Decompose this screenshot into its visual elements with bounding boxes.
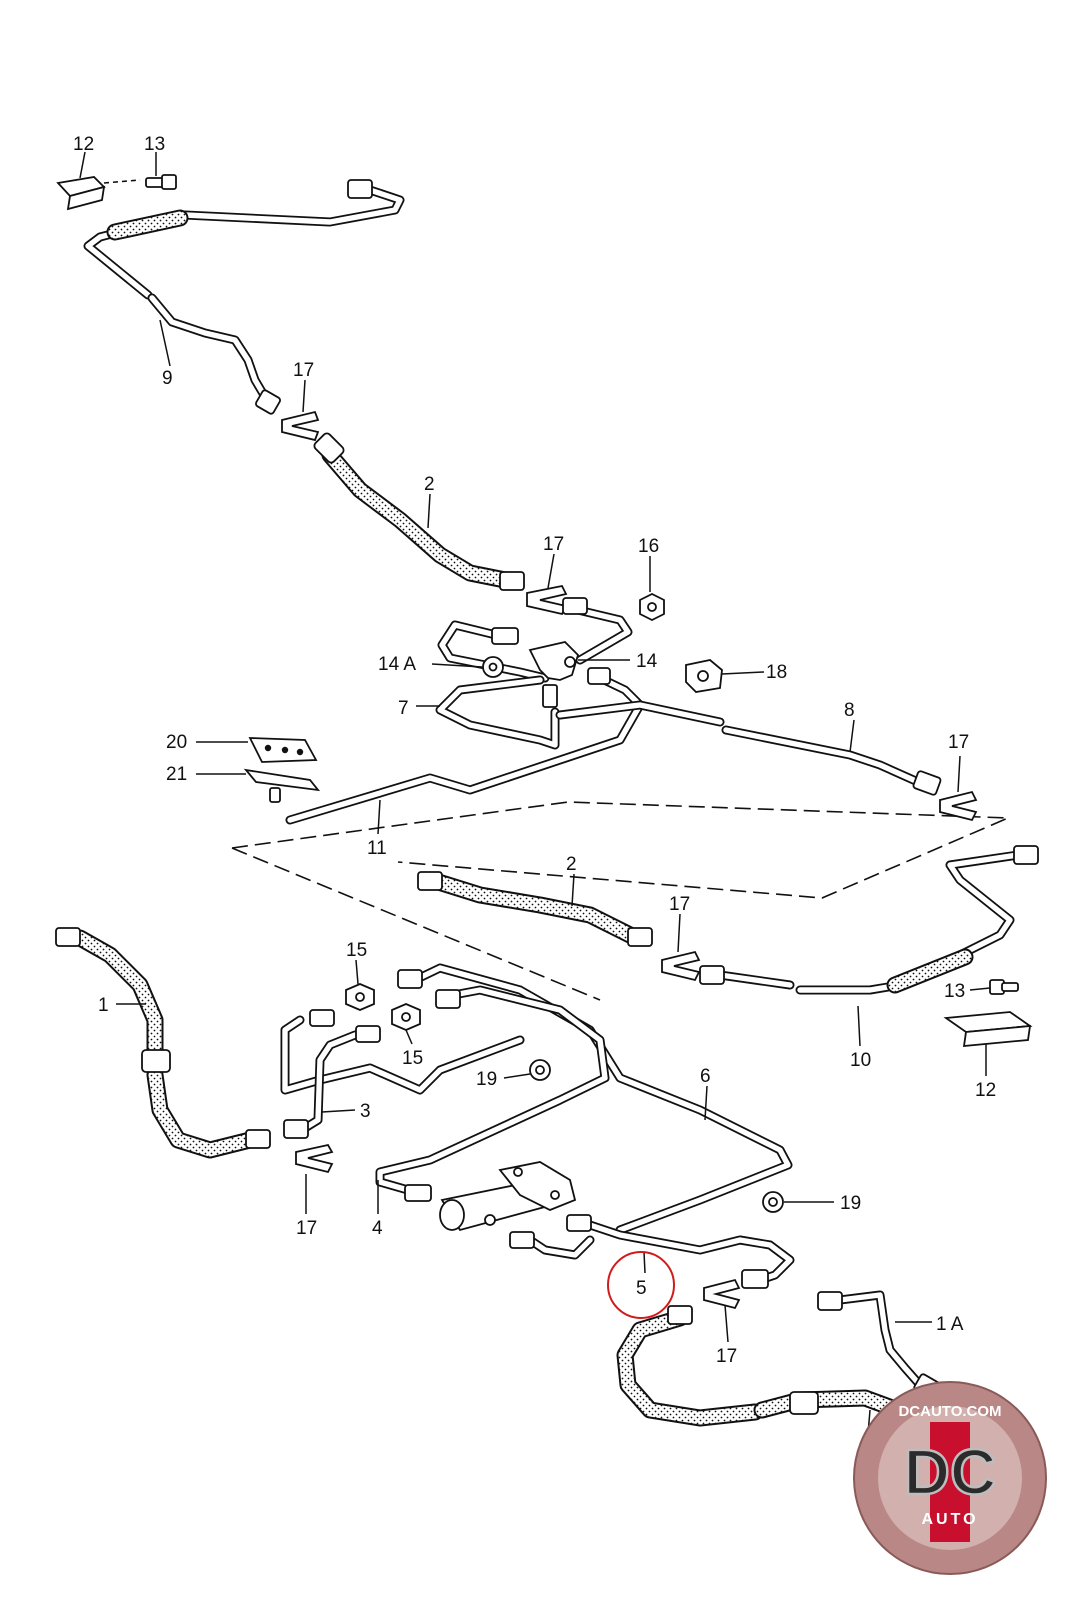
brake-hose-2-top (313, 432, 525, 591)
bracket-12-right (943, 1011, 1033, 1048)
callout-17-c: 17 (948, 732, 969, 753)
callout-2-mid: 2 (566, 854, 577, 875)
bracket-12-top (56, 176, 141, 211)
highlight-circle-part-5 (607, 1251, 675, 1319)
bolt-13-top (145, 174, 177, 190)
grommet-19-b (762, 1191, 784, 1213)
dashed-panel-lower (231, 847, 601, 1001)
callout-14: 14 (636, 651, 658, 672)
clip-17-d (661, 950, 701, 982)
brake-line-10 (699, 845, 1039, 995)
t-piece-14 (528, 597, 588, 708)
washer-14a (482, 656, 504, 678)
clip-17-a (281, 410, 320, 442)
callout-10: 10 (850, 1050, 871, 1071)
master-cylinder (439, 1161, 577, 1232)
callout-5: 5 (636, 1278, 647, 1299)
callout-7: 7 (398, 698, 409, 719)
callout-3: 3 (360, 1101, 371, 1122)
callout-11: 11 (367, 838, 387, 859)
callout-19-b: 19 (840, 1193, 861, 1214)
logo-red-bar (930, 1422, 970, 1542)
callout-15-bottom: 15 (402, 1048, 423, 1069)
brake-line-6 (375, 963, 793, 1235)
clamp-18 (685, 659, 723, 693)
callout-17-e: 17 (296, 1218, 317, 1239)
callout-14a: 14 A (378, 654, 416, 675)
dashed-panel-upper (231, 801, 1009, 899)
brake-line-5 (509, 1214, 795, 1289)
brake-line-7 (435, 620, 560, 750)
callout-6: 6 (700, 1066, 711, 1087)
clip-17-e (295, 1143, 334, 1174)
callout-12-right: 12 (975, 1080, 996, 1101)
brake-hose-2-mid (417, 871, 653, 947)
callout-8: 8 (844, 700, 855, 721)
logo-mark-text: DC (904, 1436, 996, 1508)
callout-16: 16 (638, 536, 659, 557)
callout-17-f: 17 (716, 1346, 737, 1367)
dc-auto-logo: DCAUTO.COM DC AUTO (853, 1381, 1047, 1575)
callout-13-right: 13 (944, 981, 965, 1002)
brake-line-9 (83, 179, 405, 415)
bracket-21 (243, 768, 321, 803)
nut-15-top (345, 983, 375, 1011)
holder-20 (248, 737, 318, 763)
callout-labels: 12 13 9 17 2 17 16 14 A 14 18 7 8 17 20 … (73, 134, 996, 1459)
callout-19-a: 19 (476, 1069, 497, 1090)
callout-12-top: 12 (73, 134, 94, 155)
callout-17-a: 17 (293, 360, 314, 381)
leader-lines (79, 151, 991, 1435)
brake-line-1a (817, 1290, 943, 1401)
callout-18: 18 (766, 662, 787, 683)
callout-17-d: 17 (669, 894, 690, 915)
callout-2-top: 2 (424, 474, 435, 495)
callout-1-left: 1 (98, 995, 109, 1016)
bolt-13-right (989, 979, 1019, 995)
clip-17-c (939, 790, 978, 822)
callout-9: 9 (162, 368, 173, 389)
callout-20: 20 (166, 732, 187, 753)
nut-16 (639, 592, 665, 622)
callout-13-top: 13 (144, 134, 165, 155)
brake-line-8 (555, 700, 942, 796)
callout-4: 4 (372, 1218, 383, 1239)
grommet-19-a (529, 1059, 551, 1081)
clip-17-f (703, 1278, 741, 1310)
brake-line-3 (280, 1009, 525, 1139)
callout-17-b: 17 (543, 534, 564, 555)
logo-url-text: DCAUTO.COM (898, 1403, 1001, 1420)
brake-line-4 (404, 1184, 432, 1202)
brake-hose-1-left (55, 927, 271, 1159)
clip-17-b (526, 584, 568, 616)
brake-line-11 (285, 605, 645, 825)
callout-15-top: 15 (346, 940, 367, 961)
logo-sub-text: AUTO (921, 1511, 978, 1528)
nut-15-bottom (391, 1003, 421, 1031)
callout-1a: 1 A (936, 1314, 964, 1335)
callout-21: 21 (166, 764, 187, 785)
